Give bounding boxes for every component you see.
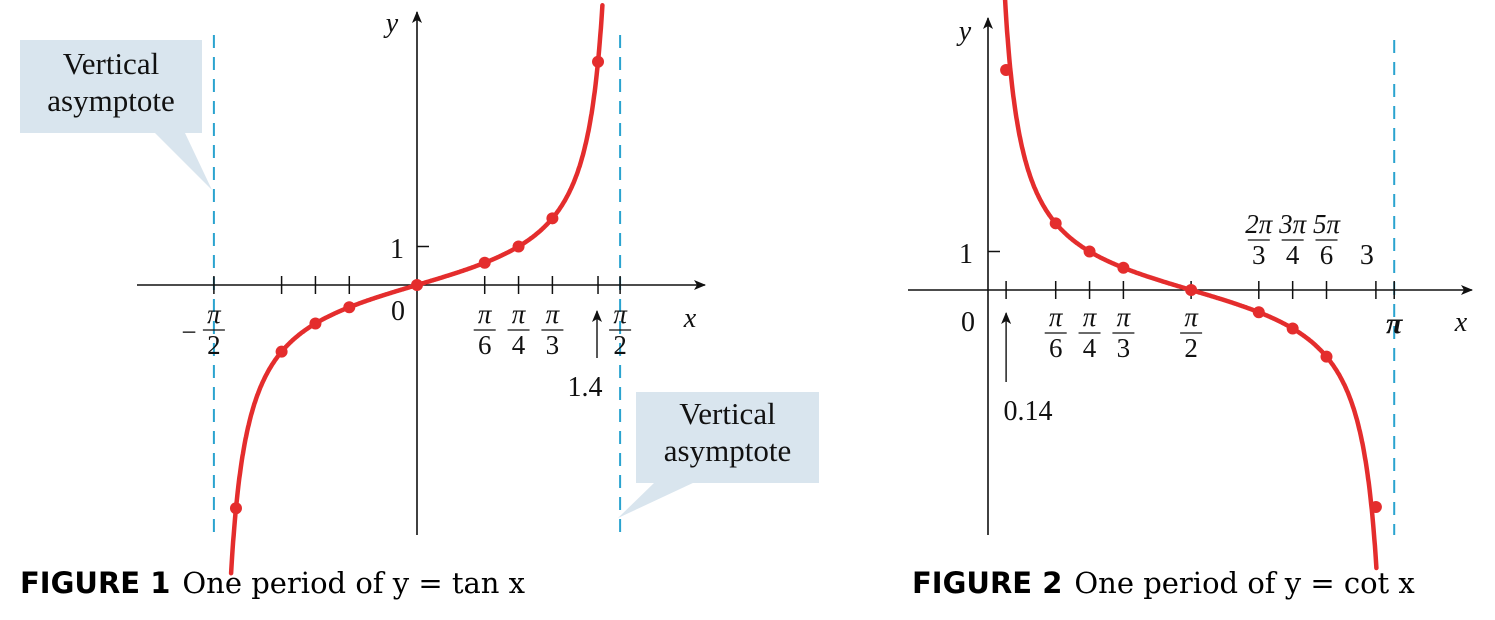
figure-2-caption: FIGURE 2 One period of y = cot x [912, 566, 1415, 600]
x-axis-label: x [683, 303, 697, 334]
tan-point-6 [478, 256, 491, 269]
cot-point-4 [1117, 261, 1130, 274]
tick-label-pi-3-den: 3 [546, 330, 560, 360]
y-axis-label: y [383, 8, 399, 39]
figure-2-label: FIGURE 2 [912, 566, 1063, 600]
tick-label-neg-pi-2-den: 2 [207, 330, 221, 360]
callout-line-2: asymptote [663, 433, 792, 468]
tan-point-3 [309, 317, 322, 330]
tick-label-pi-2-den: 2 [1184, 333, 1198, 363]
tick-label-pi-2-num: π [613, 299, 628, 329]
tick-label-2pi-3-den: 3 [1252, 240, 1266, 270]
tan-point-5 [411, 279, 423, 291]
figure-1-caption: FIGURE 1 One period of y = tan x [20, 566, 525, 600]
cot-point-9 [1369, 501, 1382, 513]
tick-label-pi-6-num: π [478, 299, 493, 329]
callout-line-1: Vertical [62, 46, 160, 81]
callout-line-2: asymptote [47, 83, 175, 118]
cot-point-1 [1000, 64, 1013, 76]
cot-point-8 [1320, 350, 1333, 363]
callout-pointer-left [155, 133, 212, 190]
figure-1-label: FIGURE 1 [20, 566, 171, 600]
y-tick-label-one: 1 [959, 239, 973, 270]
tick-label-pi-4-den: 4 [1083, 333, 1097, 363]
cot-point-3 [1083, 245, 1096, 258]
tick-label-pi-3-den: 3 [1117, 333, 1131, 363]
tick-label-pi-4-den: 4 [512, 330, 526, 360]
y-axis-label: y [956, 16, 972, 47]
x-axis-label: x [1454, 307, 1468, 338]
tick-label-neg-pi-2-num: π [207, 299, 222, 329]
tick-label-pi: π [1386, 307, 1403, 340]
tick-label-pi-6-den: 6 [478, 330, 492, 360]
tick-label-neg-pi-2-sign: − [181, 317, 196, 347]
tan-point-2 [275, 345, 288, 358]
tick-label-5pi-6-den: 6 [1320, 240, 1334, 270]
callout-pointer-right [618, 482, 695, 518]
tick-label-pi-4-num: π [1083, 302, 1098, 332]
vertical-asymptote-callout-left: Vertical asymptote [20, 40, 202, 133]
tan-point-9 [592, 55, 605, 68]
vertical-asymptote-callout-right: Vertical asymptote [636, 392, 819, 483]
figure-1-caption-text: One period of y = tan x [182, 566, 526, 600]
tick-label-pi-6-den: 6 [1049, 333, 1063, 363]
figure-2-caption-text: One period of y = cot x [1074, 566, 1415, 600]
tan-point-4 [343, 301, 356, 314]
tick-label-pi-2-den: 2 [613, 330, 627, 360]
tick-label-three: 3 [1360, 240, 1374, 271]
tan-point-8 [546, 212, 559, 225]
origin-label: 0 [961, 307, 975, 338]
cot-point-2 [1049, 217, 1062, 230]
marker-label-0-14: 0.14 [1004, 396, 1053, 427]
tick-label-pi-3-num: π [1117, 302, 1132, 332]
tan-point-7 [512, 240, 525, 253]
tick-label-pi-2-num: π [1184, 302, 1199, 332]
cot-point-7 [1286, 322, 1299, 335]
tick-label-pi-3-num: π [546, 299, 561, 329]
cot-point-5 [1185, 284, 1198, 296]
tick-label-2pi-3-num: 2π [1245, 209, 1274, 239]
cot-point-6 [1252, 306, 1265, 319]
callout-line-1: Vertical [679, 396, 776, 431]
tick-label-3pi-4-den: 4 [1286, 240, 1300, 270]
tan-point-1 [229, 502, 242, 515]
tick-label-5pi-6-num: 5π [1313, 209, 1342, 239]
tick-label-pi-6-num: π [1049, 302, 1064, 332]
y-tick-label-one: 1 [390, 234, 404, 265]
tick-label-3pi-4-num: 3π [1278, 209, 1308, 239]
origin-label: 0 [391, 296, 405, 327]
marker-label-1-4: 1.4 [568, 372, 603, 403]
tick-label-pi-4-num: π [512, 299, 527, 329]
